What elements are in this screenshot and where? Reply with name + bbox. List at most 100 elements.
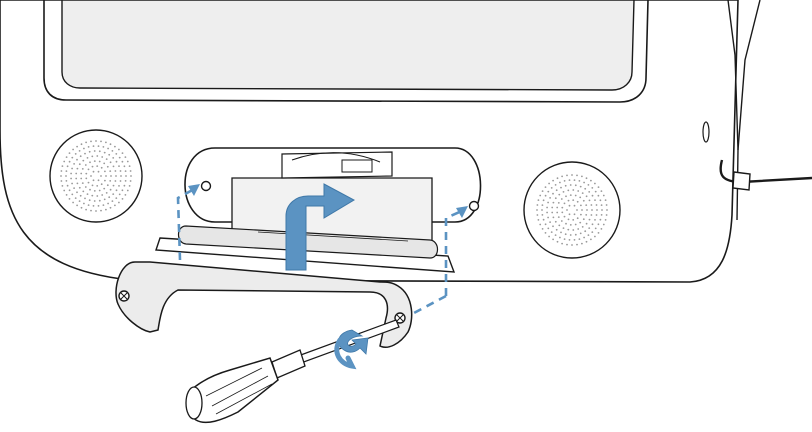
speaker-dot (124, 170, 127, 173)
speaker-dot (66, 165, 69, 168)
speaker-dot (584, 230, 587, 233)
speaker-dot (561, 211, 564, 214)
speaker-dot (109, 170, 112, 173)
speaker-dot (114, 170, 117, 172)
speaker-dot (558, 224, 561, 227)
speaker-dot (128, 165, 131, 168)
speaker-dot (61, 165, 64, 168)
speaker-dot (129, 170, 132, 172)
speaker-dot (61, 185, 64, 187)
speaker-dot (541, 190, 544, 193)
speaker-dot (87, 181, 90, 184)
speaker-dot (563, 238, 566, 241)
speaker-dot (561, 206, 564, 209)
speaker-dot (84, 164, 87, 166)
speaker-dot (541, 204, 544, 207)
speaker-dot (68, 160, 71, 163)
speaker-dot (591, 194, 594, 197)
speaker-dot (581, 242, 583, 245)
speaker-dot (568, 213, 571, 216)
speaker-dot (76, 182, 79, 185)
speaker-dot (84, 197, 86, 200)
speaker-dot (112, 157, 115, 159)
speaker-dot (121, 160, 124, 163)
speaker-dot (87, 168, 90, 171)
speaker-dot (97, 179, 100, 182)
speaker-dot (580, 213, 582, 216)
speaker-dot (587, 234, 590, 237)
speaker-dot (91, 165, 94, 168)
speaker-dot (562, 227, 565, 230)
speaker-dot (84, 186, 87, 188)
speaker-dot (103, 198, 106, 201)
speaker-dot (123, 165, 126, 168)
speaker-dot (105, 208, 107, 211)
speaker-dot (581, 192, 584, 195)
speaker-dot (555, 189, 558, 192)
screwdriver-ferrule (271, 349, 306, 379)
speaker-dot (105, 192, 108, 194)
speaker-dot (565, 195, 567, 198)
speaker-dot (588, 191, 591, 193)
speaker-dot (79, 194, 82, 197)
speaker-dot (80, 143, 83, 146)
speaker-dot (569, 224, 572, 226)
speaker-dot (60, 175, 62, 177)
speaker-dot (585, 177, 588, 180)
speaker-dot (124, 156, 127, 159)
speaker-dot (560, 231, 562, 234)
speaker-dot (567, 228, 570, 231)
speaker-dot (112, 193, 115, 196)
speaker-dot (118, 165, 120, 168)
access-panel-opening (184, 147, 482, 245)
speaker-dot (558, 193, 561, 196)
speaker-dot (93, 190, 96, 192)
speaker-dot (548, 235, 550, 238)
speaker-dot (85, 172, 88, 175)
speaker-dot (115, 160, 118, 163)
speaker-dot (66, 184, 69, 187)
speaker-dot (591, 187, 594, 189)
speaker-dot (566, 209, 568, 211)
speaker-dot (597, 232, 600, 234)
speaker-dot (556, 206, 559, 209)
speaker-dot (124, 180, 127, 182)
speaker-dot (76, 158, 78, 161)
speaker-dot (591, 231, 594, 234)
speaker-dot (588, 199, 591, 202)
speaker-dot (585, 240, 588, 243)
screw-icon (468, 200, 480, 212)
speaker-dot (118, 201, 120, 204)
speaker-dot (124, 194, 127, 196)
speaker-dot (536, 214, 539, 216)
speaker-dot (115, 153, 118, 155)
speaker-dot (544, 186, 547, 189)
speaker-dot (587, 184, 590, 186)
speaker-dot (114, 180, 117, 182)
speaker-dot (100, 140, 102, 143)
speaker-dot (97, 145, 100, 148)
speaker-dot (573, 239, 576, 241)
speaker-dot (86, 193, 89, 196)
speaker-dot (125, 175, 127, 177)
speaker-dot (75, 177, 78, 180)
speaker-dot (554, 220, 557, 223)
speaker-dot (581, 226, 584, 228)
speaker-dot (100, 166, 103, 169)
speaker-dot (76, 167, 79, 170)
speaker-dot (68, 189, 71, 192)
speaker-dot (557, 202, 560, 204)
speaker-dot (101, 194, 104, 196)
speaker-dot (597, 186, 600, 189)
screwdriver-handle (187, 357, 279, 424)
speaker-dot (568, 204, 571, 207)
speaker-dot (547, 190, 550, 193)
screwdriver-icon (185, 319, 400, 424)
speaker-dot (555, 228, 558, 231)
speaker-dot (109, 161, 112, 164)
speaker-dot (87, 146, 90, 148)
speaker-dot (581, 175, 583, 178)
speaker-dot (552, 192, 554, 195)
speaker-dot (104, 170, 106, 173)
speaker-dot (579, 196, 582, 199)
